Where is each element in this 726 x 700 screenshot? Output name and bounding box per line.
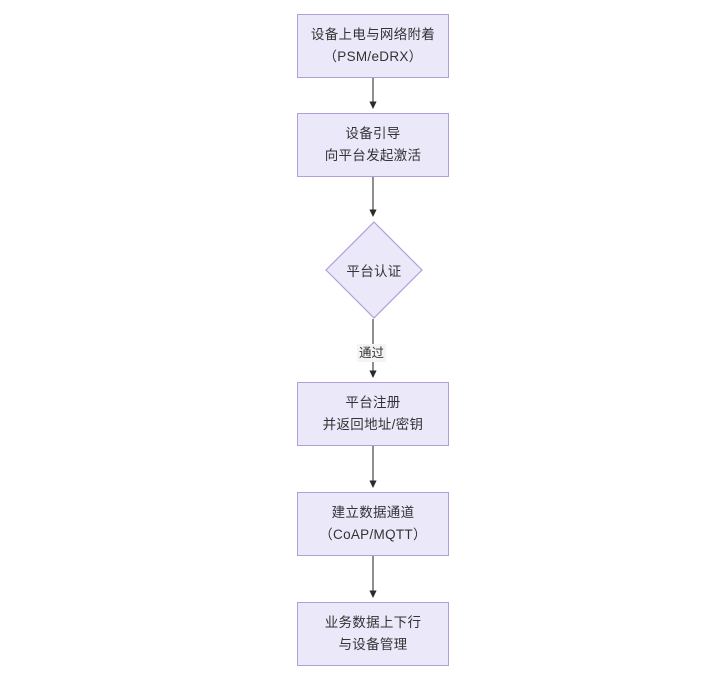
edge-label-pass: 通过 <box>357 344 387 362</box>
node-data-channel[interactable]: 建立数据通道 （CoAP/MQTT） <box>297 492 449 556</box>
node-bootstrap[interactable]: 设备引导 向平台发起激活 <box>297 113 449 177</box>
node-service-data[interactable]: 业务数据上下行 与设备管理 <box>297 602 449 666</box>
node-platform-auth[interactable]: 平台认证 <box>325 221 423 319</box>
edge-label-pass-text: 通过 <box>359 346 385 360</box>
node-data-channel-label: 建立数据通道 （CoAP/MQTT） <box>319 505 427 542</box>
diamond-shape-icon <box>325 221 423 319</box>
node-service-data-label: 业务数据上下行 与设备管理 <box>324 615 422 652</box>
node-bootstrap-label: 设备引导 向平台发起激活 <box>324 126 422 163</box>
node-platform-register-label: 平台注册 并返回地址/密钥 <box>322 395 424 432</box>
node-power-on-label: 设备上电与网络附着 （PSM/eDRX） <box>310 27 436 64</box>
node-power-on[interactable]: 设备上电与网络附着 （PSM/eDRX） <box>297 14 449 78</box>
node-platform-register[interactable]: 平台注册 并返回地址/密钥 <box>297 382 449 446</box>
node-platform-auth-label: 平台认证 <box>346 264 402 279</box>
